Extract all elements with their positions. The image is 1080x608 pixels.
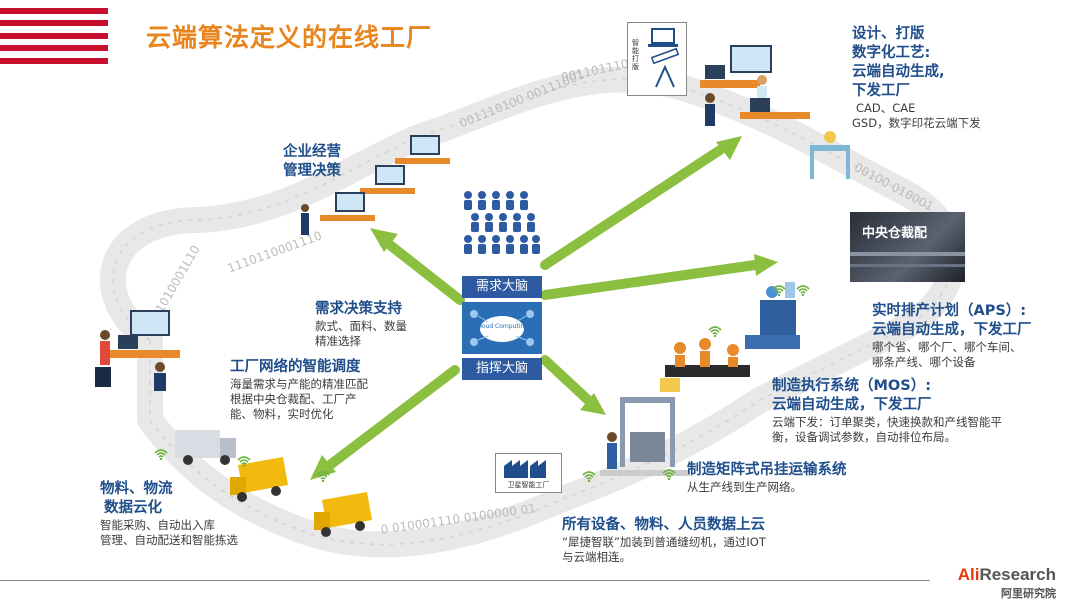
cloud-data-line: 与云端相连。 <box>562 550 631 564</box>
people-group-icon <box>464 191 540 254</box>
wifi-icon <box>772 285 786 296</box>
aliresearch-logo: AliResearch 阿里研究院 <box>958 565 1056 601</box>
title-stripes <box>0 8 108 70</box>
office-desks-illustration <box>301 135 450 235</box>
design-heading: 数字化工艺: <box>852 45 931 61</box>
aps-heading: 云端自动生成，下发工厂 <box>872 322 1032 338</box>
logo-ali: Ali <box>957 565 980 584</box>
cloud-data-line: “犀捷智联”加装到普通缝纫机，通过IOT <box>562 535 766 549</box>
command-brain-label: 指挥大脑 <box>462 358 542 380</box>
production-line-illustration <box>660 338 750 392</box>
transport-line: 从生产线到生产网络。 <box>687 480 802 494</box>
aps-line: 哪个省、哪个厂、哪个车间、 <box>872 340 1022 354</box>
wifi-icon <box>582 471 596 482</box>
central-warehouse-photo: 中央仓裁配 <box>850 212 965 282</box>
logo-research: Research <box>979 565 1056 584</box>
aps-line: 哪条产线、哪个设备 <box>872 355 976 369</box>
design-heading: 云端自动生成, <box>852 64 945 80</box>
smart-pattern-sign: 智能打版 <box>627 22 687 96</box>
design-heading: 下发工厂 <box>852 83 910 99</box>
truck-illustration <box>314 492 372 537</box>
cloud-data-heading: 所有设备、物料、人员数据上云 <box>562 517 765 533</box>
design-line: CAD、CAE <box>856 101 916 115</box>
wifi-icon <box>154 449 168 460</box>
design-room-illustration <box>700 45 850 179</box>
mos-line: 衡，设备调试参数，自动排位布局。 <box>772 430 956 444</box>
mos-block: 制造执行系统（MOS）: 云端自动生成，下发工厂 云端下发：订单聚类，快速换款和… <box>772 377 1002 445</box>
cloud-data-block: 所有设备、物料、人员数据上云 “犀捷智联”加装到普通缝纫机，通过IOT 与云端相… <box>562 516 766 565</box>
management-block: 企业经营 管理决策 <box>283 143 341 181</box>
network-heading: 工厂网络的智能调度 <box>230 359 361 375</box>
demand-support-line: 精准选择 <box>315 334 361 348</box>
demand-support-block: 需求决策支持 款式、面料、数量 精准选择 <box>315 300 407 349</box>
network-line: 能、物料，实时优化 <box>230 407 334 421</box>
demand-brain-label: 需求大脑 <box>462 276 542 298</box>
management-heading: 企业经营 <box>283 144 341 160</box>
van-illustration <box>175 430 236 465</box>
wifi-icon <box>237 456 251 467</box>
satellite-factory-text: 卫星智能工厂 <box>507 481 550 489</box>
mos-line: 云端下发：订单聚类，快速换款和产线智能平 <box>772 415 1002 429</box>
aps-block: 实时排产计划（APS）: 云端自动生成，下发工厂 哪个省、哪个厂、哪个车间、 哪… <box>872 302 1032 370</box>
wifi-icon <box>662 469 676 480</box>
sewing-machine-illustration <box>745 282 800 349</box>
logo-cn: 阿里研究院 <box>1001 587 1056 600</box>
wifi-icon <box>316 471 330 482</box>
logistics-heading: 数据云化 <box>104 500 162 516</box>
logistics-line: 智能采购、自动出入库 <box>100 518 215 532</box>
hanging-transport-illustration <box>600 397 690 476</box>
transport-block: 制造矩阵式吊挂运输系统 从生产线到生产网络。 <box>687 461 847 495</box>
transport-heading: 制造矩阵式吊挂运输系统 <box>687 462 847 478</box>
smart-pattern-sign-text: 智能打版 <box>632 39 639 71</box>
management-heading: 管理决策 <box>283 163 341 179</box>
satellite-factory-sign: 卫星智能工厂 <box>495 453 562 493</box>
network-block: 工厂网络的智能调度 海量需求与产能的精准匹配 根据中央仓裁配、工厂产 能、物料，… <box>230 358 368 422</box>
wifi-icon <box>796 285 810 296</box>
footer-divider <box>0 580 930 581</box>
network-line: 根据中央仓裁配、工厂产 <box>230 392 357 406</box>
mos-heading: 云端自动生成，下发工厂 <box>772 397 932 413</box>
laptop-ruler-icon <box>648 28 680 88</box>
cloud-icon: Cloud Computing <box>470 310 534 346</box>
cloud-label: Cloud Computing <box>476 323 528 330</box>
design-line: GSD，数字印花云端下发 <box>852 116 981 130</box>
mos-heading: 制造执行系统（MOS）: <box>772 378 931 394</box>
central-warehouse-label: 中央仓裁配 <box>862 226 928 241</box>
cloud-computing-box: Cloud Computing <box>462 302 542 354</box>
aps-heading: 实时排产计划（APS）: <box>872 303 1027 319</box>
wifi-icon <box>708 326 722 337</box>
logistics-line: 管理、自动配送和智能拣选 <box>100 533 238 547</box>
control-room-illustration <box>95 310 180 391</box>
factory-icon <box>504 460 546 478</box>
truck-illustration <box>230 457 288 502</box>
logistics-heading: 物料、物流 <box>100 481 173 497</box>
page-title: 云端算法定义的在线工厂 <box>146 23 433 52</box>
demand-support-heading: 需求决策支持 <box>315 301 402 317</box>
demand-support-line: 款式、面料、数量 <box>315 319 407 333</box>
design-heading: 设计、打版 <box>852 26 925 42</box>
network-line: 海量需求与产能的精准匹配 <box>230 377 368 391</box>
logistics-block: 物料、物流 数据云化 智能采购、自动出入库 管理、自动配送和智能拣选 <box>100 480 238 548</box>
design-block: 设计、打版 数字化工艺: 云端自动生成, 下发工厂 CAD、CAE GSD，数字… <box>852 25 981 131</box>
